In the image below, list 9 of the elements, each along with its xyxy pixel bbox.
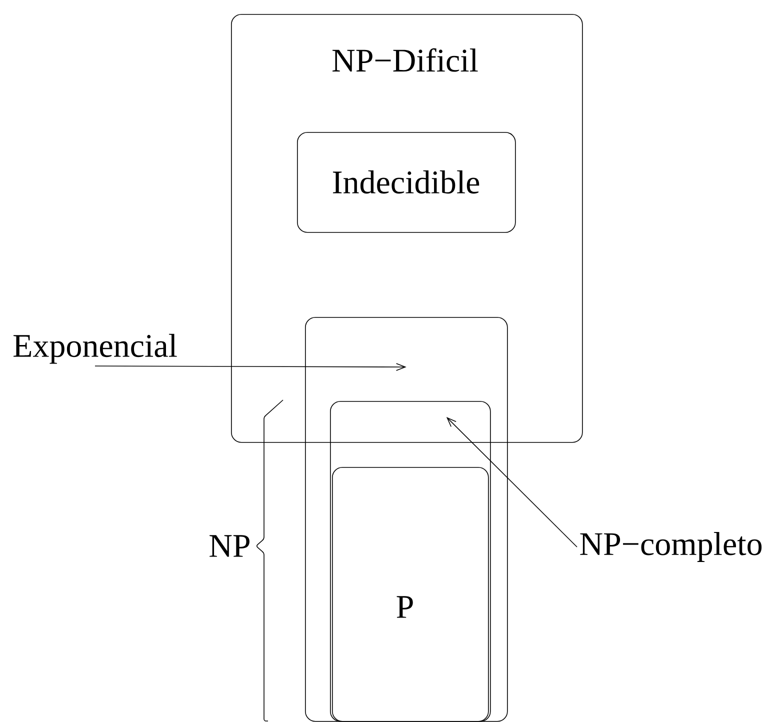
region-box: [305, 317, 508, 722]
arrow: [446, 417, 578, 548]
label-text: NP−completo: [580, 532, 762, 562]
label-text: NP: [210, 535, 250, 557]
region-box: Indecidible: [297, 132, 516, 233]
region-box: P: [332, 467, 489, 722]
arrow: [94, 363, 406, 371]
label-text: Exponencial: [14, 334, 177, 364]
region-box: [330, 401, 491, 722]
